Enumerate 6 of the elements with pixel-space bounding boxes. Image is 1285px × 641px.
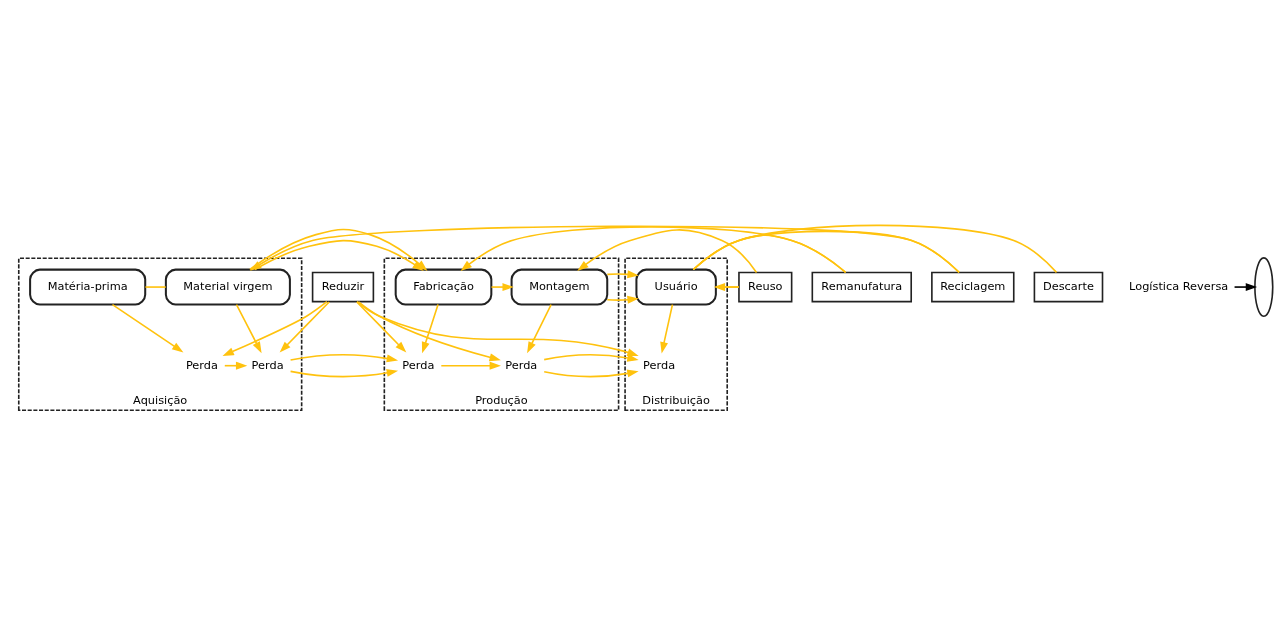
node-text: Perda (251, 357, 284, 372)
node-text: Perda (643, 357, 676, 372)
node-text: Perda (185, 357, 218, 372)
node-text: Perda (402, 357, 435, 372)
node-text: Perda (505, 357, 538, 372)
node-text: Logística Reversa (1129, 278, 1229, 293)
